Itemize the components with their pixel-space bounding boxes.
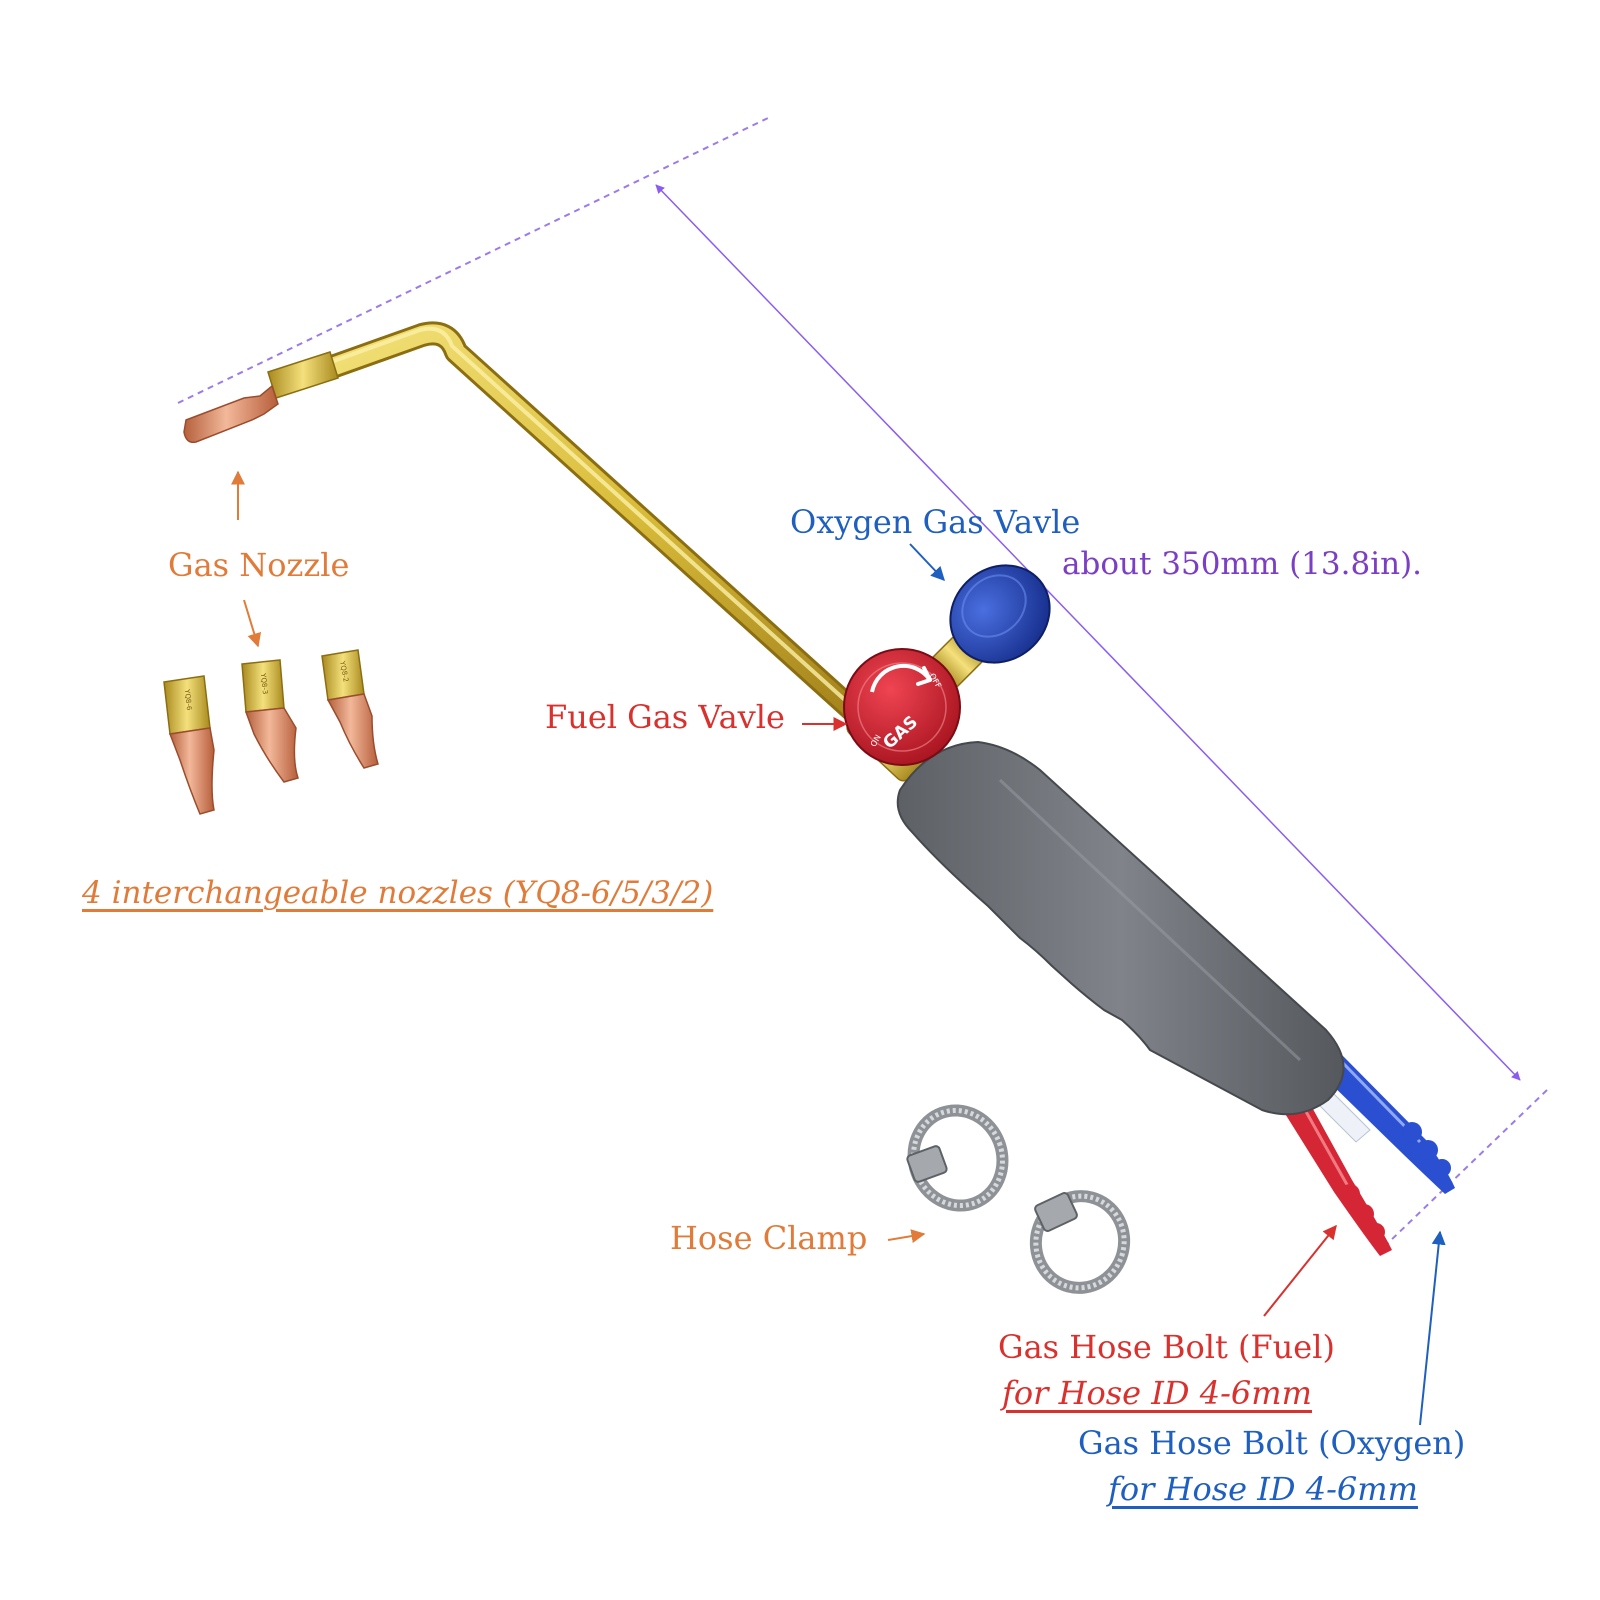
oxygen-gas-valve-label: Oxygen Gas Vavle <box>790 503 1081 541</box>
loose-nozzle-1: YQ8-6 <box>163 675 215 815</box>
interchangeable-nozzles-label: 4 interchangeable nozzles (YQ8-6/5/3/2) <box>82 875 714 911</box>
loose-nozzle-2: YQ8-3 <box>241 659 299 783</box>
annotation-arrows <box>231 470 1446 1426</box>
brass-tube <box>306 321 892 747</box>
torch-nozzle <box>183 351 339 444</box>
fuel-valve-knob: GAS ON OFF <box>843 648 961 766</box>
hose-clamp-label: Hose Clamp <box>670 1219 868 1257</box>
nozzle-mark-1: YQ8-6 <box>183 688 193 711</box>
hose-clamp-2 <box>1029 1190 1131 1294</box>
gas-nozzle-label: Gas Nozzle <box>168 546 350 584</box>
fuel-hose-bolt-label: Gas Hose Bolt (Fuel) <box>998 1328 1335 1366</box>
hose-clamp-1 <box>906 1104 1009 1212</box>
nozzle-mark-2: YQ8-3 <box>259 672 269 695</box>
fuel-hose-bolt-sublabel: for Hose ID 4-6mm <box>1002 1374 1312 1412</box>
fuel-hose-bolt <box>1284 1100 1392 1256</box>
length-label: about 350mm (13.8in). <box>1062 546 1423 582</box>
torch-handle <box>896 740 1345 1116</box>
loose-nozzle-3: YQ8-2 <box>321 649 379 769</box>
oxygen-hose-bolt <box>1322 1055 1455 1194</box>
oxygen-valve-knob <box>949 564 1051 664</box>
oxygen-hose-bolt-label: Gas Hose Bolt (Oxygen) <box>1078 1424 1466 1462</box>
fuel-gas-valve-label: Fuel Gas Vavle <box>545 698 785 736</box>
oxygen-hose-bolt-sublabel: for Hose ID 4-6mm <box>1108 1470 1418 1508</box>
nozzle-mark-3: YQ8-2 <box>338 660 350 683</box>
dimension-lines <box>177 117 1548 1244</box>
